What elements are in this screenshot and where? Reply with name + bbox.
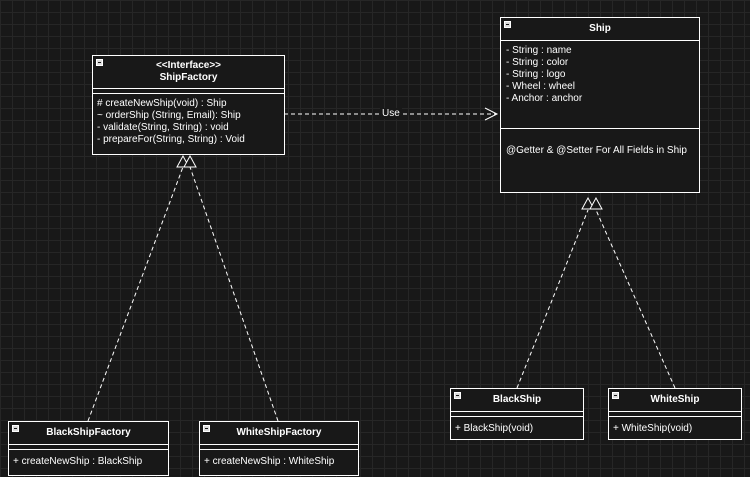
whiteshipfactory-realization-line xyxy=(189,166,279,422)
operation: - prepareFor(String, String) : Void xyxy=(97,134,245,145)
operation: + createNewShip : BlackShip xyxy=(13,456,143,467)
whiteshipfactory-operations: + createNewShip : WhiteShip xyxy=(200,450,358,474)
collapse-icon[interactable] xyxy=(203,425,210,432)
shipfactory-attributes xyxy=(93,89,284,94)
whiteship-attributes xyxy=(609,412,741,417)
collapse-icon[interactable] xyxy=(12,425,19,432)
blackshipfactory-class[interactable]: BlackShipFactory + createNewShip : Black… xyxy=(8,421,169,476)
blackshipfactory-name: BlackShipFactory xyxy=(46,427,131,438)
attribute: - String : logo xyxy=(506,69,566,80)
blackship-name: BlackShip xyxy=(492,394,542,405)
whiteshipfactory-header: WhiteShipFactory xyxy=(200,422,358,445)
shipfactory-class[interactable]: <<Interface>> ShipFactory # createNewShi… xyxy=(92,55,285,155)
blackshipfactory-realization-line xyxy=(87,166,184,422)
blackship-header: BlackShip xyxy=(451,389,583,412)
whiteshipfactory-class[interactable]: WhiteShipFactory + createNewShip : White… xyxy=(199,421,359,476)
whiteship-inheritance-line xyxy=(595,209,676,389)
use-arrowhead xyxy=(484,107,499,121)
shipfactory-stereotype: <<Interface>> xyxy=(155,60,222,71)
operation: @Getter & @Setter For All Fields in Ship xyxy=(506,145,687,156)
collapse-icon[interactable] xyxy=(96,59,103,66)
collapse-icon[interactable] xyxy=(612,392,619,399)
use-dependency-label: Use xyxy=(380,108,402,119)
whiteshipfactory-name: WhiteShipFactory xyxy=(236,427,322,438)
collapse-icon[interactable] xyxy=(504,21,511,28)
blackship-class[interactable]: BlackShip + BlackShip(void) xyxy=(450,388,584,440)
operation: + BlackShip(void) xyxy=(455,423,534,434)
shipfactory-operations: # createNewShip(void) : Ship ~ orderShip… xyxy=(93,94,284,150)
whiteshipfactory-attributes xyxy=(200,445,358,450)
ship-operations: @Getter & @Setter For All Fields in Ship xyxy=(501,129,699,173)
realization-arrowhead-right xyxy=(183,154,197,168)
whiteship-operations: + WhiteShip(void) xyxy=(609,417,741,441)
attribute: - String : name xyxy=(506,45,572,56)
operation: ~ orderShip (String, Email): Ship xyxy=(97,110,241,121)
whiteship-name: WhiteShip xyxy=(650,394,700,405)
operation: # createNewShip(void) : Ship xyxy=(97,98,227,109)
ship-header: Ship xyxy=(501,18,699,41)
collapse-icon[interactable] xyxy=(454,392,461,399)
attribute: - Anchor : anchor xyxy=(506,93,583,104)
whiteship-header: WhiteShip xyxy=(609,389,741,412)
attribute: - String : color xyxy=(506,57,569,68)
blackshipfactory-header: BlackShipFactory xyxy=(9,422,168,445)
operation: - validate(String, String) : void xyxy=(97,122,229,133)
blackshipfactory-attributes xyxy=(9,445,168,450)
ship-inheritance-arrowhead-right xyxy=(589,196,603,210)
operation: + WhiteShip(void) xyxy=(613,423,693,434)
shipfactory-name: ShipFactory xyxy=(159,72,218,83)
blackship-inheritance-line xyxy=(516,209,589,389)
operation: + createNewShip : WhiteShip xyxy=(204,456,335,467)
blackship-operations: + BlackShip(void) xyxy=(451,417,583,441)
shipfactory-header: <<Interface>> ShipFactory xyxy=(93,56,284,89)
whiteship-class[interactable]: WhiteShip + WhiteShip(void) xyxy=(608,388,742,440)
blackshipfactory-operations: + createNewShip : BlackShip xyxy=(9,450,168,474)
ship-class[interactable]: Ship - String : name - String : color - … xyxy=(500,17,700,193)
blackship-attributes xyxy=(451,412,583,417)
ship-name: Ship xyxy=(589,23,611,34)
attribute: - Wheel : wheel xyxy=(506,81,575,92)
ship-attributes: - String : name - String : color - Strin… xyxy=(501,41,699,129)
